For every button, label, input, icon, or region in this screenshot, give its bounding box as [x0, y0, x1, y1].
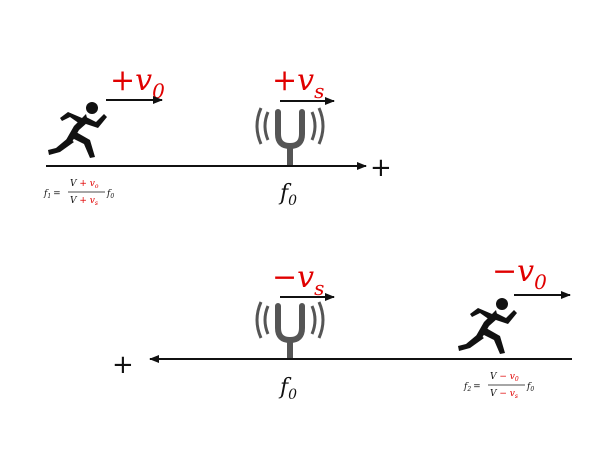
- svg-text:f1=: f1=: [43, 189, 61, 200]
- tuning-fork-icon: [255, 301, 325, 359]
- top-formula: f1= V + vo V + vs f0: [43, 179, 114, 207]
- svg-text:f0: f0: [106, 189, 114, 200]
- bottom-source-velocity-label: −vs: [272, 260, 324, 300]
- runner-icon: [48, 102, 107, 158]
- bottom-panel: −vs −v0 + f0 f2= V − v0 V − vs f: [112, 254, 572, 403]
- svg-text:V + vo: V + vo: [70, 179, 99, 190]
- top-panel: +v0 +vs + f0 f1= V + vo V + vs f: [43, 63, 392, 209]
- svg-text:V − vs: V − vs: [490, 389, 518, 400]
- bottom-formula: f2= V − v0 V − vs f0: [463, 372, 534, 400]
- top-source-velocity-label: +vs: [272, 63, 324, 103]
- bottom-axis-sign: +: [112, 350, 134, 380]
- top-source-frequency: f0: [278, 181, 297, 209]
- bottom-source-frequency: f0: [278, 375, 297, 403]
- bottom-observer-velocity-label: −v0: [492, 254, 547, 294]
- tuning-fork-icon: [255, 107, 325, 166]
- top-axis-sign: +: [370, 153, 392, 183]
- svg-text:f0: f0: [526, 382, 534, 393]
- svg-text:V − v0: V − v0: [490, 372, 519, 383]
- runner-icon: [458, 298, 517, 354]
- svg-text:f2=: f2=: [463, 382, 481, 393]
- svg-text:V + vs: V + vs: [70, 196, 98, 207]
- top-observer-velocity-label: +v0: [110, 63, 165, 103]
